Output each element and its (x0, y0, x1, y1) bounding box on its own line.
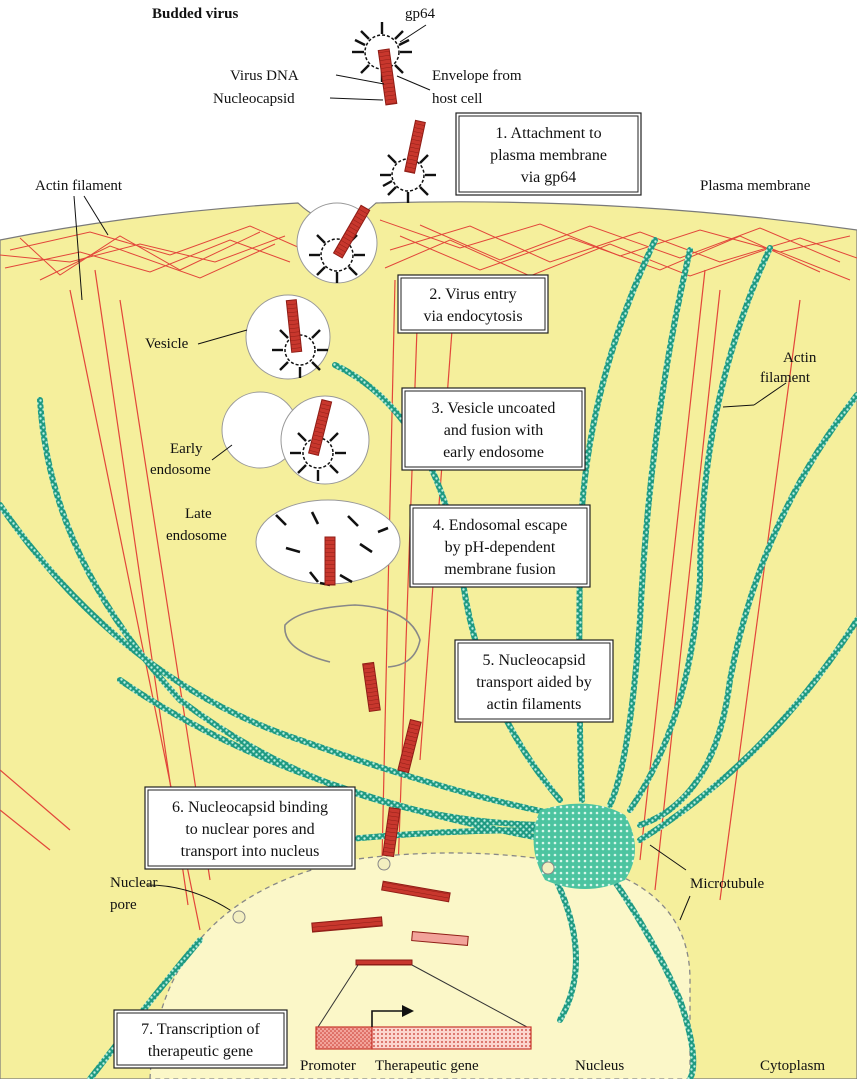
step-4-line-3: membrane fusion (444, 561, 556, 578)
label-early-2: endosome (150, 462, 211, 478)
label-gp64: gp64 (405, 6, 436, 22)
label-envelope-2: host cell (432, 91, 482, 107)
late-endosome (256, 500, 400, 585)
label-late-2: endosome (166, 528, 227, 544)
step-6-line-1: 6. Nucleocapsid binding (172, 799, 328, 816)
vesicle (246, 295, 330, 379)
step-5-line-1: 5. Nucleocapsid (482, 652, 585, 669)
step-1-line-3: via gp64 (521, 169, 577, 186)
step-1-line-2: plasma membrane (490, 147, 607, 164)
step-3-line-3: early endosome (443, 444, 544, 461)
label-early-1: Early (170, 441, 203, 457)
endocytosing-virus (297, 203, 377, 283)
label-actin-right-1: Actin (783, 350, 817, 366)
label-nucleus: Nucleus (575, 1058, 624, 1074)
step-7-line-1: 7. Transcription of (141, 1021, 260, 1038)
label-promoter: Promoter (300, 1058, 356, 1074)
step-box-7: 7. Transcription of therapeutic gene (114, 1010, 287, 1068)
therapeutic-gene-segment (372, 1027, 531, 1049)
label-actin-right-2: filament (760, 370, 811, 386)
label-virus-dna: Virus DNA (230, 68, 299, 84)
step-2-line-2: via endocytosis (423, 308, 522, 325)
label-therapeutic-gene: Therapeutic gene (375, 1058, 479, 1074)
label-nuclear-2: pore (110, 897, 137, 913)
step-6-line-3: transport into nucleus (181, 843, 320, 860)
step-5-line-3: actin filaments (487, 696, 582, 713)
step-4-line-2: by pH-dependent (445, 539, 556, 556)
step-box-2: 2. Virus entry via endocytosis (398, 275, 548, 333)
label-budded-virus: Budded virus (152, 6, 238, 22)
step-3-line-1: 3. Vesicle uncoated (432, 400, 556, 417)
step-box-4: 4. Endosomal escape by pH-dependent membra… (410, 505, 590, 587)
label-actin-filament-left: Actin filament (35, 178, 123, 194)
step-3-line-2: and fusion with (444, 422, 544, 439)
step-7-line-2: therapeutic gene (148, 1043, 253, 1060)
label-nucleocapsid: Nucleocapsid (213, 91, 295, 107)
step-box-5: 5. Nucleocapsid transport aided by actin f… (455, 640, 613, 722)
label-microtubule: Microtubule (690, 876, 764, 892)
step-box-3: 3. Vesicle uncoated and fusion with early … (402, 388, 585, 470)
step-5-line-2: transport aided by (476, 674, 592, 691)
attaching-virus (380, 120, 436, 203)
step-2-line-1: 2. Virus entry (429, 286, 516, 303)
mtoc (534, 804, 635, 889)
label-nuclear-1: Nuclear (110, 875, 157, 891)
budded-virus (352, 22, 412, 105)
label-cytoplasm: Cytoplasm (760, 1058, 825, 1074)
label-plasma-membrane: Plasma membrane (700, 178, 811, 194)
label-late-1: Late (185, 506, 212, 522)
step-box-1: 1. Attachment to plasma membrane via gp64 (456, 113, 641, 195)
step-4-line-1: 4. Endosomal escape (433, 517, 568, 534)
step-6-line-2: to nuclear pores and (185, 821, 314, 838)
step-box-6: 6. Nucleocapsid binding to nuclear pores … (145, 787, 355, 869)
label-envelope-1: Envelope from (432, 68, 522, 84)
label-vesicle: Vesicle (145, 336, 189, 352)
promoter-segment (316, 1027, 372, 1049)
step-1-line-1: 1. Attachment to (495, 125, 601, 142)
